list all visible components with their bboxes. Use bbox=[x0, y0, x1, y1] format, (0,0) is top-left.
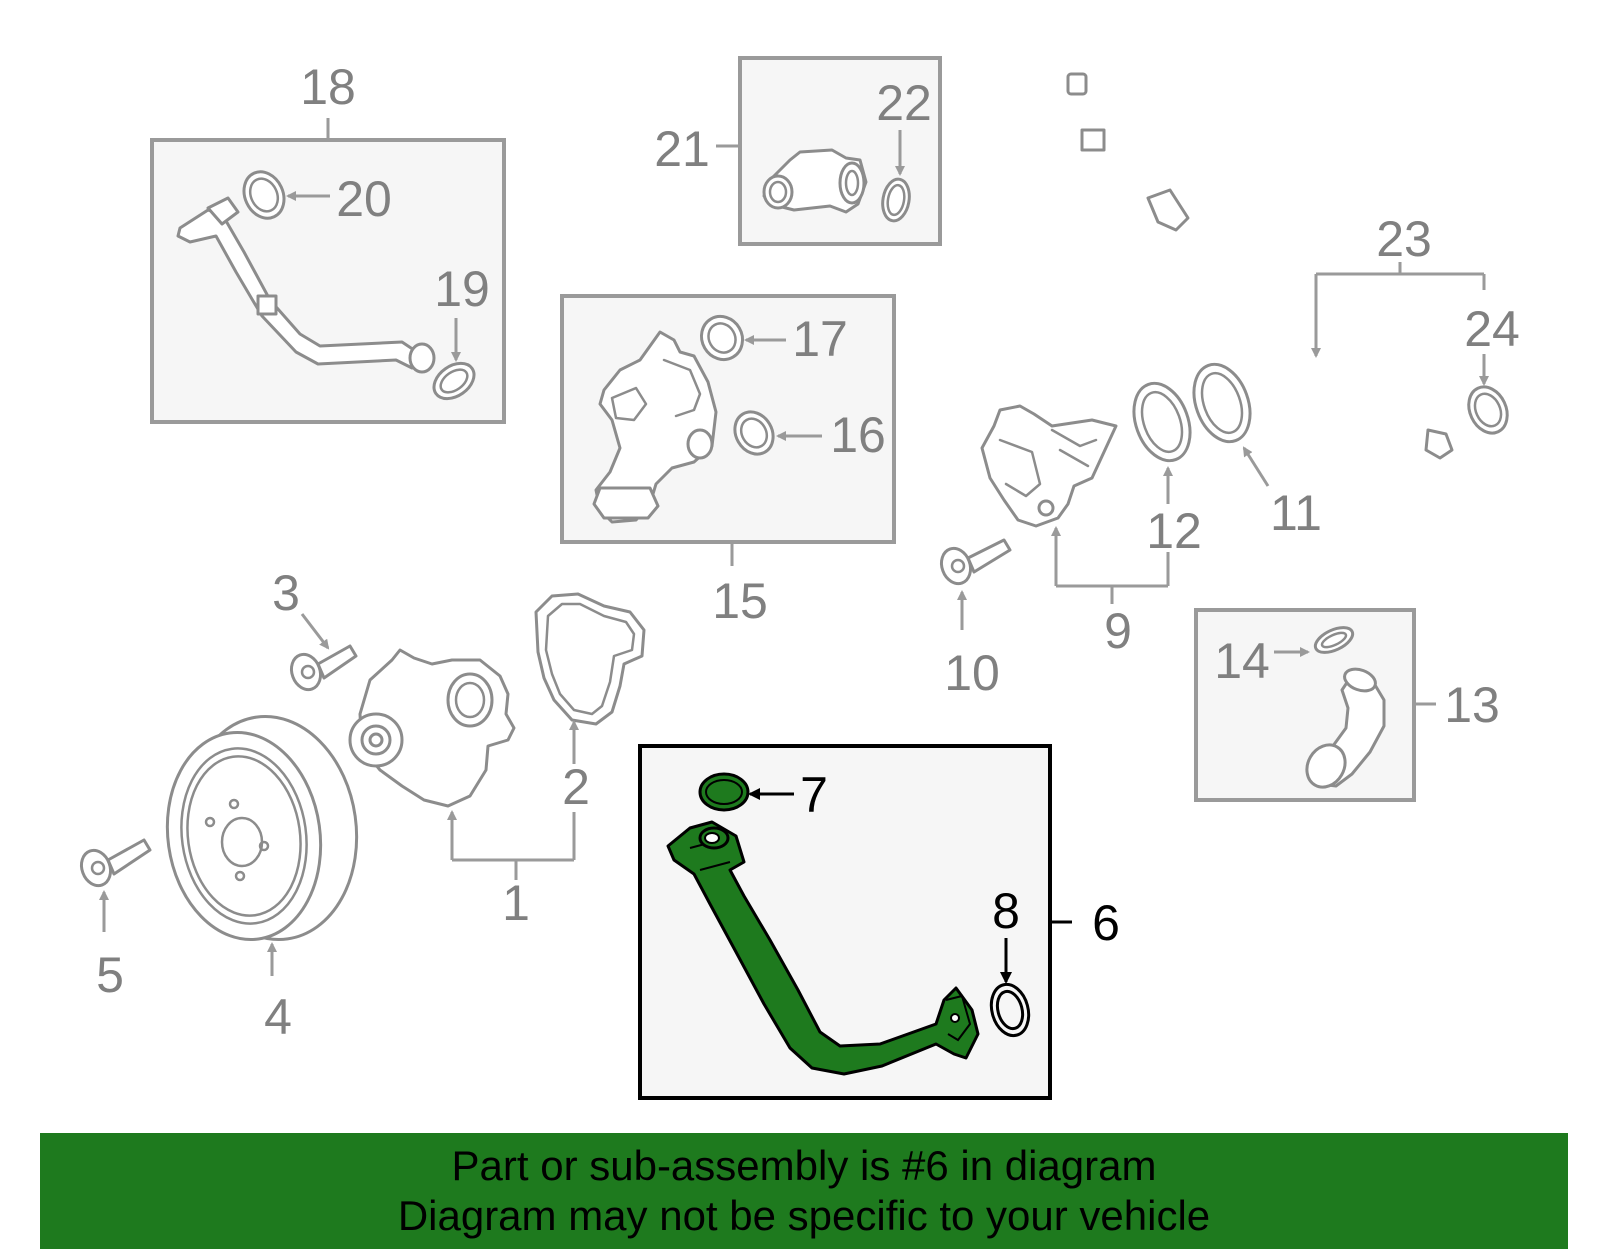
o-ring-14 bbox=[1313, 626, 1355, 654]
group-4 bbox=[79, 714, 359, 976]
banner-line-2: Diagram may not be specific to your vehi… bbox=[397, 1192, 1211, 1239]
o-ring-24 bbox=[1467, 385, 1509, 435]
callout-4: 4 bbox=[264, 989, 292, 1045]
callout-22: 22 bbox=[876, 75, 932, 131]
box-21 bbox=[738, 56, 942, 246]
coolant-pipe-6 bbox=[666, 820, 980, 1076]
o-ring-22 bbox=[881, 177, 911, 223]
info-banner: Part or sub-assembly is #6 in diagram Di… bbox=[40, 1133, 1568, 1249]
pulley-4 bbox=[165, 714, 359, 942]
thermostat-housing-15 bbox=[592, 330, 718, 524]
group-9 bbox=[939, 362, 1270, 630]
group-21 bbox=[716, 56, 942, 246]
gasket-12 bbox=[1132, 381, 1192, 463]
callout-13: 13 bbox=[1444, 677, 1500, 733]
gasket-2 bbox=[534, 592, 646, 726]
o-ring-19 bbox=[432, 361, 476, 401]
callout-9: 9 bbox=[1104, 603, 1132, 659]
bolt-10 bbox=[939, 538, 1012, 586]
gasket-11 bbox=[1192, 362, 1252, 444]
group-15 bbox=[560, 294, 896, 566]
elbow-13 bbox=[1305, 667, 1386, 789]
banner-line-1: Part or sub-assembly is #6 in diagram bbox=[451, 1142, 1157, 1189]
callout-18: 18 bbox=[300, 59, 356, 115]
callout-2: 2 bbox=[562, 759, 590, 815]
group-1 bbox=[289, 592, 646, 880]
callout-23: 23 bbox=[1376, 211, 1432, 267]
callout-19: 19 bbox=[434, 261, 490, 317]
o-ring-17 bbox=[699, 314, 745, 362]
callout-17: 17 bbox=[792, 311, 848, 367]
callout-11: 11 bbox=[1270, 485, 1322, 541]
bolt-3 bbox=[289, 644, 358, 692]
callout-16: 16 bbox=[830, 407, 886, 463]
connector-21 bbox=[762, 148, 868, 214]
callout-7: 7 bbox=[800, 767, 828, 823]
group-6 bbox=[638, 744, 1072, 1100]
o-ring-8 bbox=[989, 982, 1031, 1038]
group-18 bbox=[150, 118, 506, 424]
callout-10: 10 bbox=[944, 645, 1000, 701]
bolt-5 bbox=[79, 838, 152, 888]
callout-8: 8 bbox=[992, 883, 1020, 939]
callout-24: 24 bbox=[1464, 301, 1520, 357]
callout-3: 3 bbox=[272, 565, 300, 621]
coolant-pipe-18 bbox=[176, 196, 436, 374]
thermostat-9 bbox=[980, 404, 1118, 528]
tube-23 bbox=[1067, 79, 1447, 449]
o-ring-7 bbox=[698, 772, 750, 812]
o-ring-16 bbox=[733, 410, 775, 456]
callout-6: 6 bbox=[1092, 895, 1120, 951]
callout-21: 21 bbox=[654, 121, 710, 177]
group-13 bbox=[1194, 608, 1436, 802]
callout-1: 1 bbox=[502, 875, 530, 931]
o-ring-20 bbox=[242, 170, 286, 220]
group-23 bbox=[1066, 72, 1509, 460]
water-pump-1 bbox=[348, 648, 516, 808]
callout-15: 15 bbox=[712, 573, 768, 629]
callout-5: 5 bbox=[96, 947, 124, 1003]
parts-diagram: 1 2 3 4 5 6 7 8 9 10 11 12 13 14 15 16 1… bbox=[79, 56, 1520, 1100]
callout-14: 14 bbox=[1214, 633, 1270, 689]
callout-12: 12 bbox=[1146, 503, 1202, 559]
callout-20: 20 bbox=[336, 171, 392, 227]
